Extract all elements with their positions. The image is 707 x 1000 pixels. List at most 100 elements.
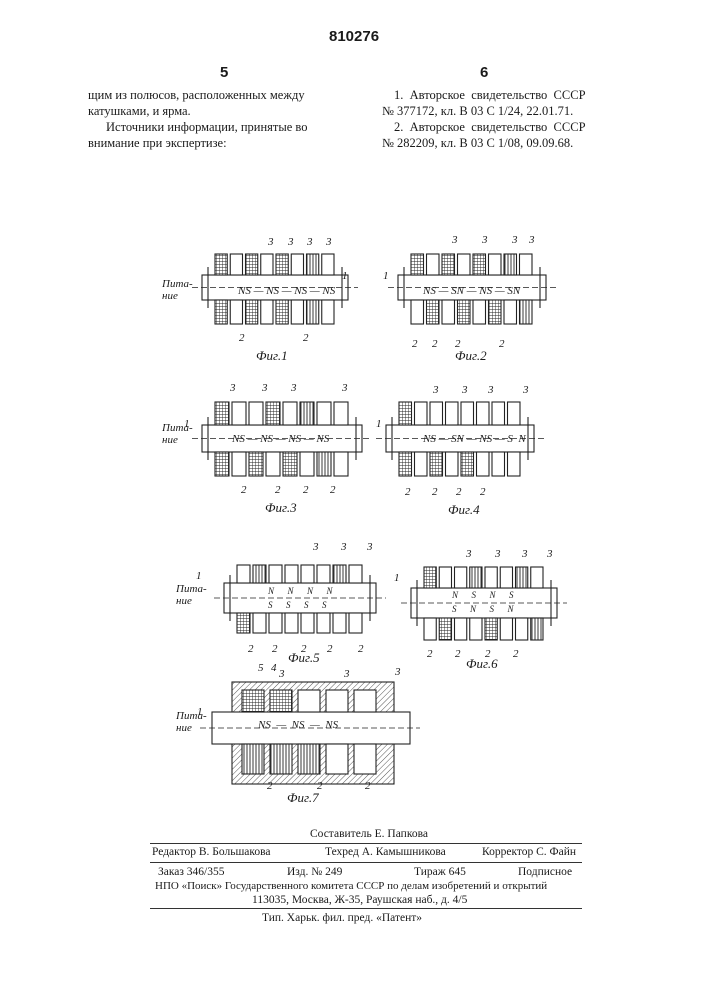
fig4-coil-bottom bbox=[399, 452, 412, 476]
callout-2: 2 bbox=[513, 648, 519, 660]
fig7-coil-top bbox=[326, 690, 348, 712]
fig3-coil-bottom bbox=[334, 452, 348, 476]
fig2-coil-top bbox=[520, 254, 533, 275]
callout-3: 3 bbox=[367, 541, 373, 553]
fig1-coil-top bbox=[246, 254, 258, 275]
callout-3: 3 bbox=[262, 382, 268, 394]
fig2-coil-bottom bbox=[473, 300, 486, 324]
fig3-coil-top bbox=[232, 402, 246, 425]
callout-2: 2 bbox=[241, 484, 247, 496]
fig4-coil-bottom bbox=[415, 452, 428, 476]
callout-1: 1 bbox=[196, 570, 202, 582]
fig5-coil-bottom bbox=[269, 613, 282, 633]
fig5-bottom-poles: S S S S bbox=[268, 600, 327, 610]
fig1-coil-top bbox=[322, 254, 334, 275]
callout-3: 3 bbox=[452, 234, 458, 246]
feed-line-2: ние bbox=[162, 434, 193, 446]
fig3-coil-top bbox=[334, 402, 348, 425]
fig5-top-poles: N N N N bbox=[268, 586, 333, 596]
callout-3: 3 bbox=[466, 548, 472, 560]
fig6-coil-bottom bbox=[516, 618, 528, 640]
callout-3: 3 bbox=[341, 541, 347, 553]
fig4-poles: NS — SN — NS — S N bbox=[423, 433, 526, 445]
feed-line-2: ние bbox=[176, 595, 207, 607]
fig6-coil-bottom bbox=[485, 618, 497, 640]
callout-3: 3 bbox=[268, 236, 274, 248]
callout-3: 3 bbox=[495, 548, 501, 560]
fig5-coil-top bbox=[269, 565, 282, 583]
fig6-coil-top bbox=[455, 567, 467, 588]
fig4-coil-top bbox=[415, 402, 428, 425]
footer-order: Заказ 346/355 bbox=[158, 866, 225, 878]
fig6-bottom-poles: S N S N bbox=[452, 604, 514, 614]
callout-3: 3 bbox=[279, 668, 285, 680]
fig1-coil-bottom bbox=[230, 300, 242, 324]
fig5-coil-top bbox=[285, 565, 298, 583]
fig5-coil-top bbox=[237, 565, 250, 583]
figure-shapes bbox=[192, 254, 567, 784]
callout-2: 2 bbox=[327, 643, 333, 655]
callout-3: 3 bbox=[291, 382, 297, 394]
fig1-coil-bottom bbox=[261, 300, 273, 324]
callout-3: 3 bbox=[230, 382, 236, 394]
feed-line-2: ние bbox=[176, 722, 207, 734]
feed-line-2: ние bbox=[162, 290, 193, 302]
fig7-coil-top bbox=[242, 690, 264, 712]
fig5-coil-bottom bbox=[253, 613, 266, 633]
fig1-coil-bottom bbox=[276, 300, 288, 324]
footer-izd: Изд. № 249 bbox=[287, 866, 342, 878]
footer-address: 113035, Москва, Ж-35, Раушская наб., д. … bbox=[252, 894, 467, 906]
callout-3: 3 bbox=[313, 541, 319, 553]
callout-2: 2 bbox=[405, 486, 411, 498]
footer-compiler: Составитель Е. Папкова bbox=[310, 828, 428, 840]
fig4-coil-top bbox=[399, 402, 412, 425]
callout-2: 2 bbox=[499, 338, 505, 350]
fig7-coil-bottom bbox=[242, 744, 264, 774]
callout-2: 2 bbox=[432, 338, 438, 350]
fig5-coil-bottom bbox=[301, 613, 314, 633]
fig5-feed-label: Пита- ние bbox=[176, 583, 207, 607]
fig6-coil-bottom bbox=[455, 618, 467, 640]
feed-line-1: Пита- bbox=[176, 583, 207, 595]
callout-1: 1 bbox=[383, 270, 389, 282]
callout-2: 2 bbox=[303, 332, 309, 344]
callout-3: 3 bbox=[482, 234, 488, 246]
fig2-coil-top bbox=[458, 254, 471, 275]
callout-1: 1 bbox=[376, 418, 382, 430]
callout-3: 3 bbox=[326, 236, 332, 248]
fig5-coil-top bbox=[349, 565, 362, 583]
callout-2: 2 bbox=[455, 338, 461, 350]
fig2-coil-top bbox=[427, 254, 440, 275]
fig2-coil-top bbox=[411, 254, 424, 275]
fig1-coil-top bbox=[276, 254, 288, 275]
fig3-coil-top bbox=[249, 402, 263, 425]
fig4-caption: Фиг.4 bbox=[448, 502, 480, 518]
fig7-coil-top bbox=[354, 690, 376, 712]
callout-2: 2 bbox=[303, 484, 309, 496]
callout-2: 2 bbox=[480, 486, 486, 498]
callout-3: 3 bbox=[288, 236, 294, 248]
callout-1: 1 bbox=[394, 572, 400, 584]
fig6-coil-bottom bbox=[531, 618, 543, 640]
callout-2: 2 bbox=[365, 780, 371, 792]
fig4-coil-bottom bbox=[508, 452, 521, 476]
fig5-coil-bottom bbox=[237, 613, 250, 633]
callout-3: 3 bbox=[433, 384, 439, 396]
fig6-coil-bottom bbox=[424, 618, 436, 640]
fig6-caption: Фиг.6 bbox=[466, 656, 498, 672]
fig2-caption: Фиг.2 bbox=[455, 348, 487, 364]
callout-2: 2 bbox=[358, 643, 364, 655]
callout-2: 2 bbox=[427, 648, 433, 660]
callout-2: 2 bbox=[330, 484, 336, 496]
fig1-coil-bottom bbox=[307, 300, 319, 324]
fig4-coil-top bbox=[492, 402, 505, 425]
callout-2: 2 bbox=[272, 643, 278, 655]
callout-3: 3 bbox=[342, 382, 348, 394]
fig4-coil-top bbox=[508, 402, 521, 425]
fig1-coil-bottom bbox=[291, 300, 303, 324]
fig2-poles: NS — SN — NS — SN bbox=[423, 285, 520, 297]
fig4-coil-bottom bbox=[430, 452, 443, 476]
fig7-coil-bottom bbox=[270, 744, 292, 774]
callout-2: 2 bbox=[275, 484, 281, 496]
fig2-coil-bottom bbox=[489, 300, 502, 324]
